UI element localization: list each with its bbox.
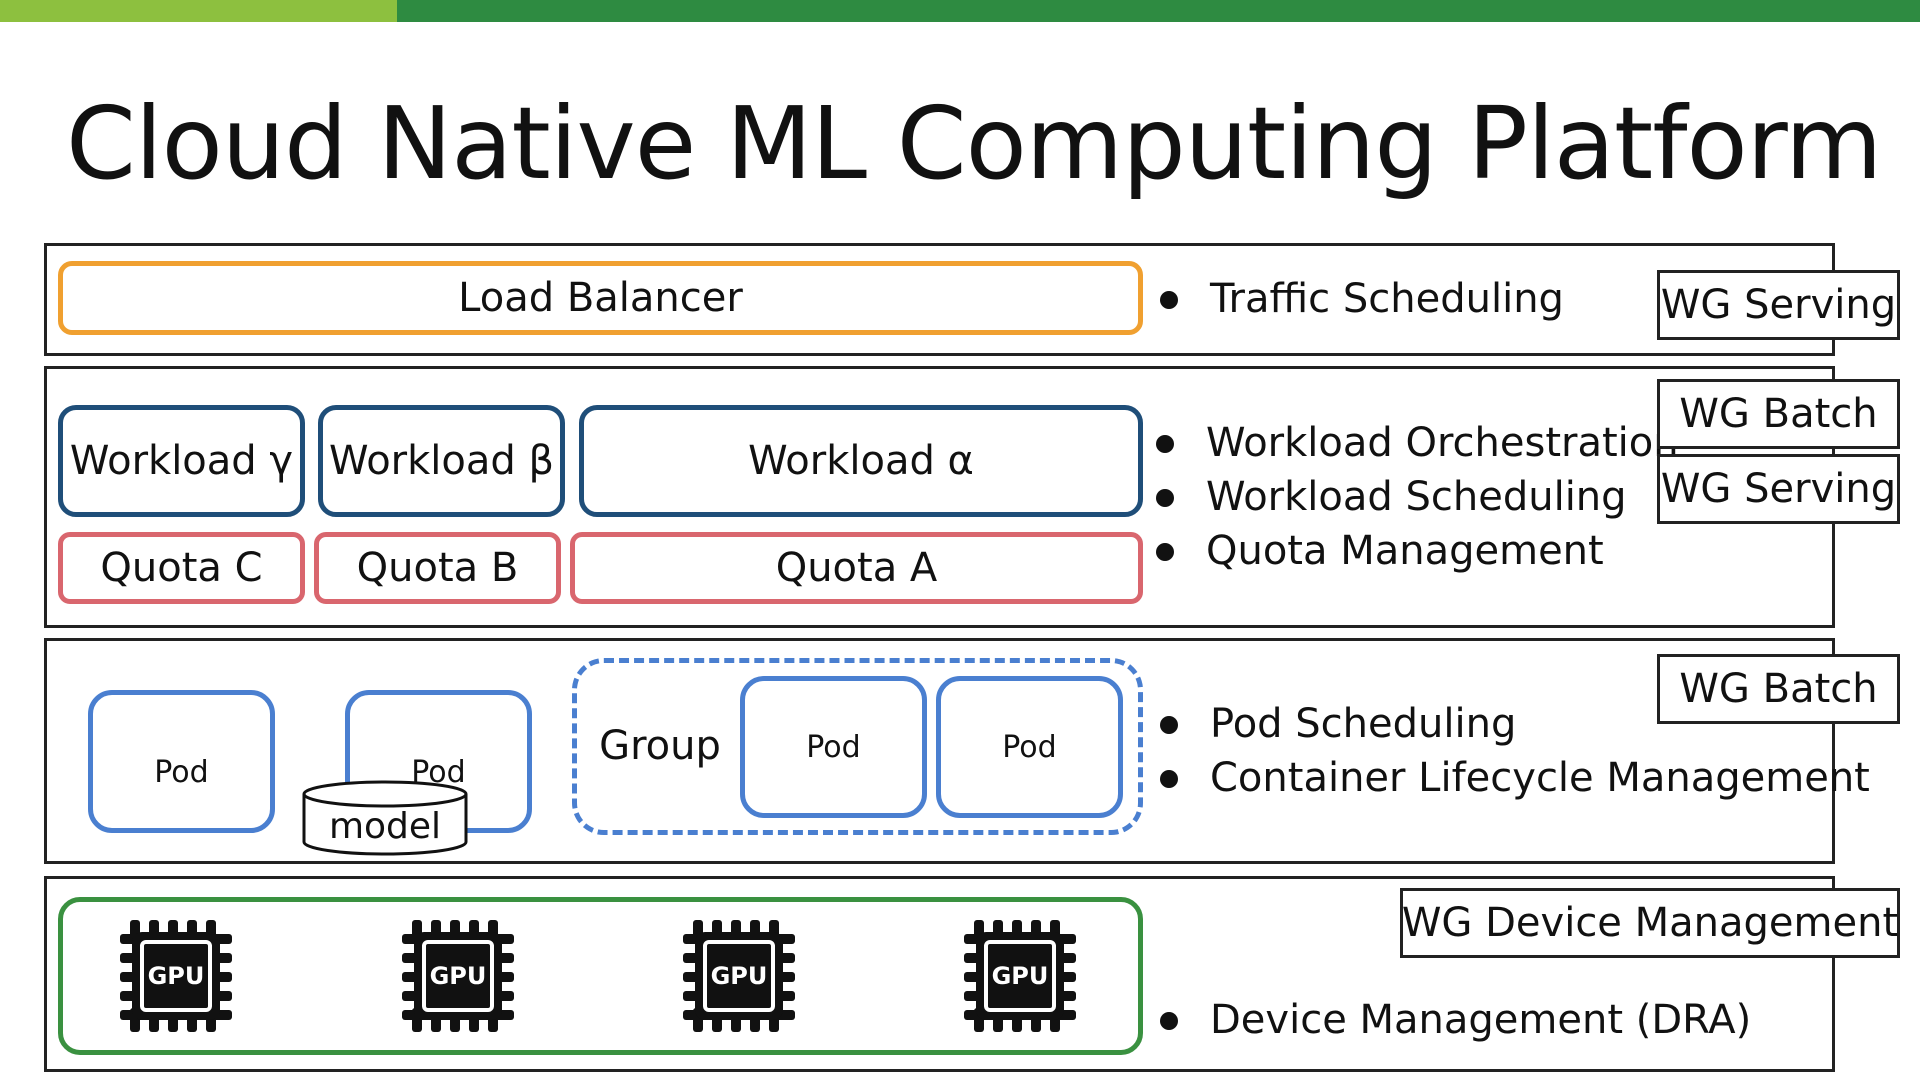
bullet-pod-scheduling: Pod Scheduling [1160, 697, 1870, 751]
wg-batch-label-pod: WG Batch [1657, 654, 1900, 724]
bullet-workload-orchestration: Workload Orchestration [1156, 416, 1679, 470]
quota-b-box: Quota B [314, 532, 561, 604]
device-bullets: Device Management (DRA) [1160, 993, 1751, 1047]
wg-serving-label-traffic: WG Serving [1657, 270, 1900, 340]
gpu-label: GPU [991, 962, 1049, 990]
bullet-workload-scheduling: Workload Scheduling [1156, 470, 1679, 524]
gpu-label: GPU [429, 962, 487, 990]
bullet-container-lifecycle-management: Container Lifecycle Management [1160, 751, 1870, 805]
bullet-device-management: Device Management (DRA) [1160, 993, 1751, 1047]
quota-a-box: Quota A [570, 532, 1143, 604]
bullet-traffic-scheduling: Traffic Scheduling [1160, 272, 1564, 326]
workload-alpha-box: Workload α [579, 405, 1143, 517]
load-balancer-box: Load Balancer [58, 261, 1143, 335]
model-label: model [328, 805, 442, 847]
wg-batch-label-workload: WG Batch [1657, 379, 1900, 449]
top-accent-bar-dark [397, 0, 1920, 22]
pod-box: Pod [88, 690, 275, 833]
group-label: Group [599, 723, 721, 769]
bullet-quota-management: Quota Management [1156, 524, 1679, 578]
top-accent-bar [0, 0, 1920, 22]
workload-bullets: Workload Orchestration Workload Scheduli… [1156, 416, 1679, 578]
quota-c-box: Quota C [58, 532, 305, 604]
group-dashed-box [572, 658, 1143, 835]
traffic-bullets: Traffic Scheduling [1160, 272, 1564, 326]
pod-bullets: Pod Scheduling Container Lifecycle Manag… [1160, 697, 1870, 805]
workload-gamma-box: Workload γ [58, 405, 305, 517]
gpu-label: GPU [147, 962, 205, 990]
gpu-label: GPU [710, 962, 768, 990]
wg-device-management-label: WG Device Management [1400, 888, 1900, 958]
workload-beta-box: Workload β [318, 405, 565, 517]
page-title: Cloud Native ML Computing Platform [66, 85, 1882, 202]
top-accent-bar-light [0, 0, 397, 22]
gpu-tray-box [58, 897, 1143, 1055]
wg-serving-label-workload: WG Serving [1657, 454, 1900, 524]
group-pod-box: Pod [936, 676, 1123, 818]
model-volume-icon [302, 780, 468, 856]
group-pod-box: Pod [740, 676, 927, 818]
